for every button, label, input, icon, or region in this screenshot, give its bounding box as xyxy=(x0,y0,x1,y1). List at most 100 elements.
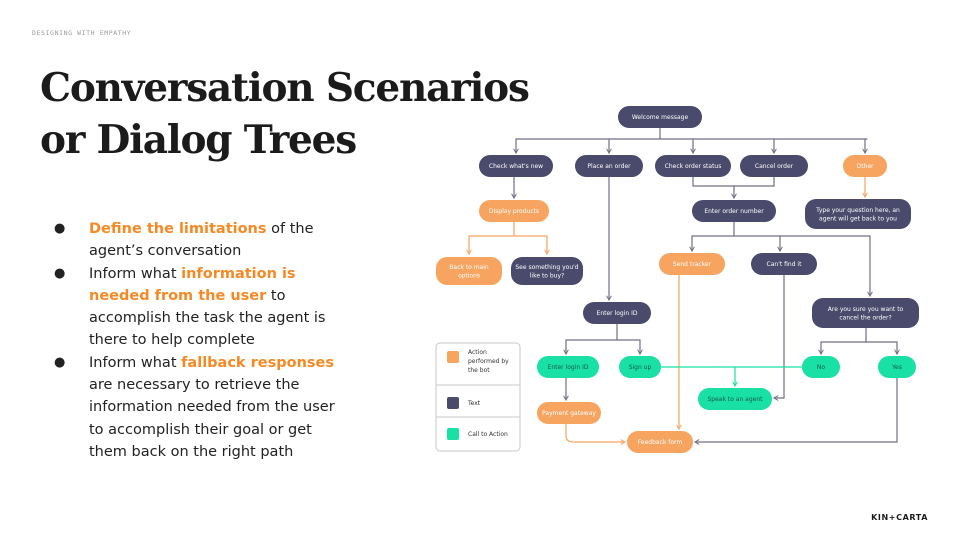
flow-node-label: Display products xyxy=(489,208,539,215)
flow-node-label: Can't find it xyxy=(767,261,803,268)
flow-node-display-products: Display products xyxy=(479,200,549,222)
flow-connector xyxy=(865,341,900,355)
flow-node-label: Yes xyxy=(891,364,902,371)
title-line-2: or Dialog Trees xyxy=(40,117,357,163)
legend-label: Text xyxy=(467,400,481,407)
highlight-text: Define the limitations xyxy=(89,221,267,237)
flow-node-label: Enter login ID xyxy=(548,364,589,371)
flow-node-label: Payment gateway xyxy=(542,410,596,417)
flow-node-box xyxy=(619,356,661,378)
flow-node-box xyxy=(802,356,840,378)
flow-connector xyxy=(616,339,643,355)
flow-node-enter-order-number: Enter order number xyxy=(692,200,776,222)
flow-node-sign-up: Sign up xyxy=(619,356,661,378)
flow-node-enter-login-2: Enter login ID xyxy=(537,356,599,378)
flow-connector xyxy=(515,127,868,140)
flow-node-yes: Yes xyxy=(878,356,916,378)
bullet-item: ●Inform what fallback responses are nece… xyxy=(54,352,344,463)
flow-node-payment-gateway: Payment gateway xyxy=(537,402,601,424)
flow-node-box xyxy=(751,253,817,275)
flow-node-place-order: Place an order xyxy=(575,155,643,177)
flow-node-welcome: Welcome message xyxy=(618,106,702,128)
flow-node-box xyxy=(698,388,772,410)
flow-node-label: Other xyxy=(856,163,874,170)
flow-node-label: Feedback form xyxy=(638,439,683,446)
flow-node-box xyxy=(805,199,911,229)
bullet-item: ●Define the limitations of the agent’s c… xyxy=(54,218,344,263)
flow-node-no: No xyxy=(802,356,840,378)
legend-swatch-cta xyxy=(447,428,459,440)
bullet-item: ●Inform what information is needed from … xyxy=(54,263,344,352)
flow-node-box xyxy=(618,106,702,128)
flow-node-box xyxy=(878,356,916,378)
legend-label: Call to Action xyxy=(468,431,508,438)
flow-node-check-new: Check what's new xyxy=(479,155,553,177)
flow-node-cant-find: Can't find it xyxy=(751,253,817,275)
flow-node-box xyxy=(583,302,651,324)
bullet-dot-icon: ● xyxy=(54,354,66,370)
bullet-list: ●Define the limitations of the agent’s c… xyxy=(54,218,344,463)
page-title: Conversation Scenarios or Dialog Trees xyxy=(40,62,530,166)
flow-connector xyxy=(691,221,871,237)
flow-node-box xyxy=(659,253,725,275)
flow-connector xyxy=(733,176,775,187)
flow-node-send-tracker: Send tracker xyxy=(659,253,725,275)
bullet-dot-icon: ● xyxy=(54,265,66,281)
flow-node-box xyxy=(740,155,808,177)
flow-node-label: Enter order number xyxy=(704,208,764,215)
flow-connector xyxy=(818,327,867,355)
flow-node-cancel-order: Cancel order xyxy=(740,155,808,177)
flow-node-box xyxy=(627,431,693,453)
flow-node-label: Welcome message xyxy=(632,114,689,121)
flow-node-box xyxy=(575,155,643,177)
flow-node-other: Other xyxy=(843,155,887,177)
flow-node-box xyxy=(812,298,919,328)
legend-frame xyxy=(435,342,521,452)
flow-node-box xyxy=(479,155,553,177)
legend-swatch-text xyxy=(447,397,459,409)
flow-node-box xyxy=(843,155,887,177)
flow-node-box xyxy=(436,257,502,285)
flow-node-enter-login-1: Enter login ID xyxy=(583,302,651,324)
legend-swatch-action xyxy=(447,351,459,363)
flow-node-box xyxy=(537,402,601,424)
flow-node-label: Check what's new xyxy=(489,163,543,170)
flow-node-label: Place an order xyxy=(587,163,631,170)
eyebrow-label: DESIGNING WITH EMPATHY xyxy=(32,29,132,37)
flow-node-label: Send tracker xyxy=(673,261,712,268)
flow-node-box xyxy=(655,155,731,177)
flow-node-label: Check order status xyxy=(665,163,722,170)
bullet-dot-icon: ● xyxy=(54,221,66,236)
flow-node-label: Speak to an agent xyxy=(707,396,763,403)
flow-node-label: Enter login ID xyxy=(597,310,638,317)
flow-connector xyxy=(468,221,548,237)
brand-logo: KIN+CARTA xyxy=(871,513,928,522)
flow-connector xyxy=(773,274,785,401)
flow-node-box xyxy=(692,200,776,222)
highlight-text: information is needed from the user xyxy=(89,265,296,304)
highlight-text: fallback responses xyxy=(181,354,334,371)
flow-node-label: Cancel order xyxy=(755,163,794,170)
title-line-1: Conversation Scenarios xyxy=(40,65,530,111)
flow-connector xyxy=(565,423,626,445)
flow-node-box xyxy=(537,356,599,378)
flow-node-speak-agent: Speak to an agent xyxy=(698,388,772,410)
flow-node-box xyxy=(511,257,583,285)
flow-connector xyxy=(692,176,737,199)
flow-connector xyxy=(563,323,618,355)
flow-node-label: Sign up xyxy=(629,364,652,371)
flow-node-feedback-form: Feedback form xyxy=(627,431,693,453)
flow-connector xyxy=(694,377,898,445)
flow-node-box xyxy=(479,200,549,222)
